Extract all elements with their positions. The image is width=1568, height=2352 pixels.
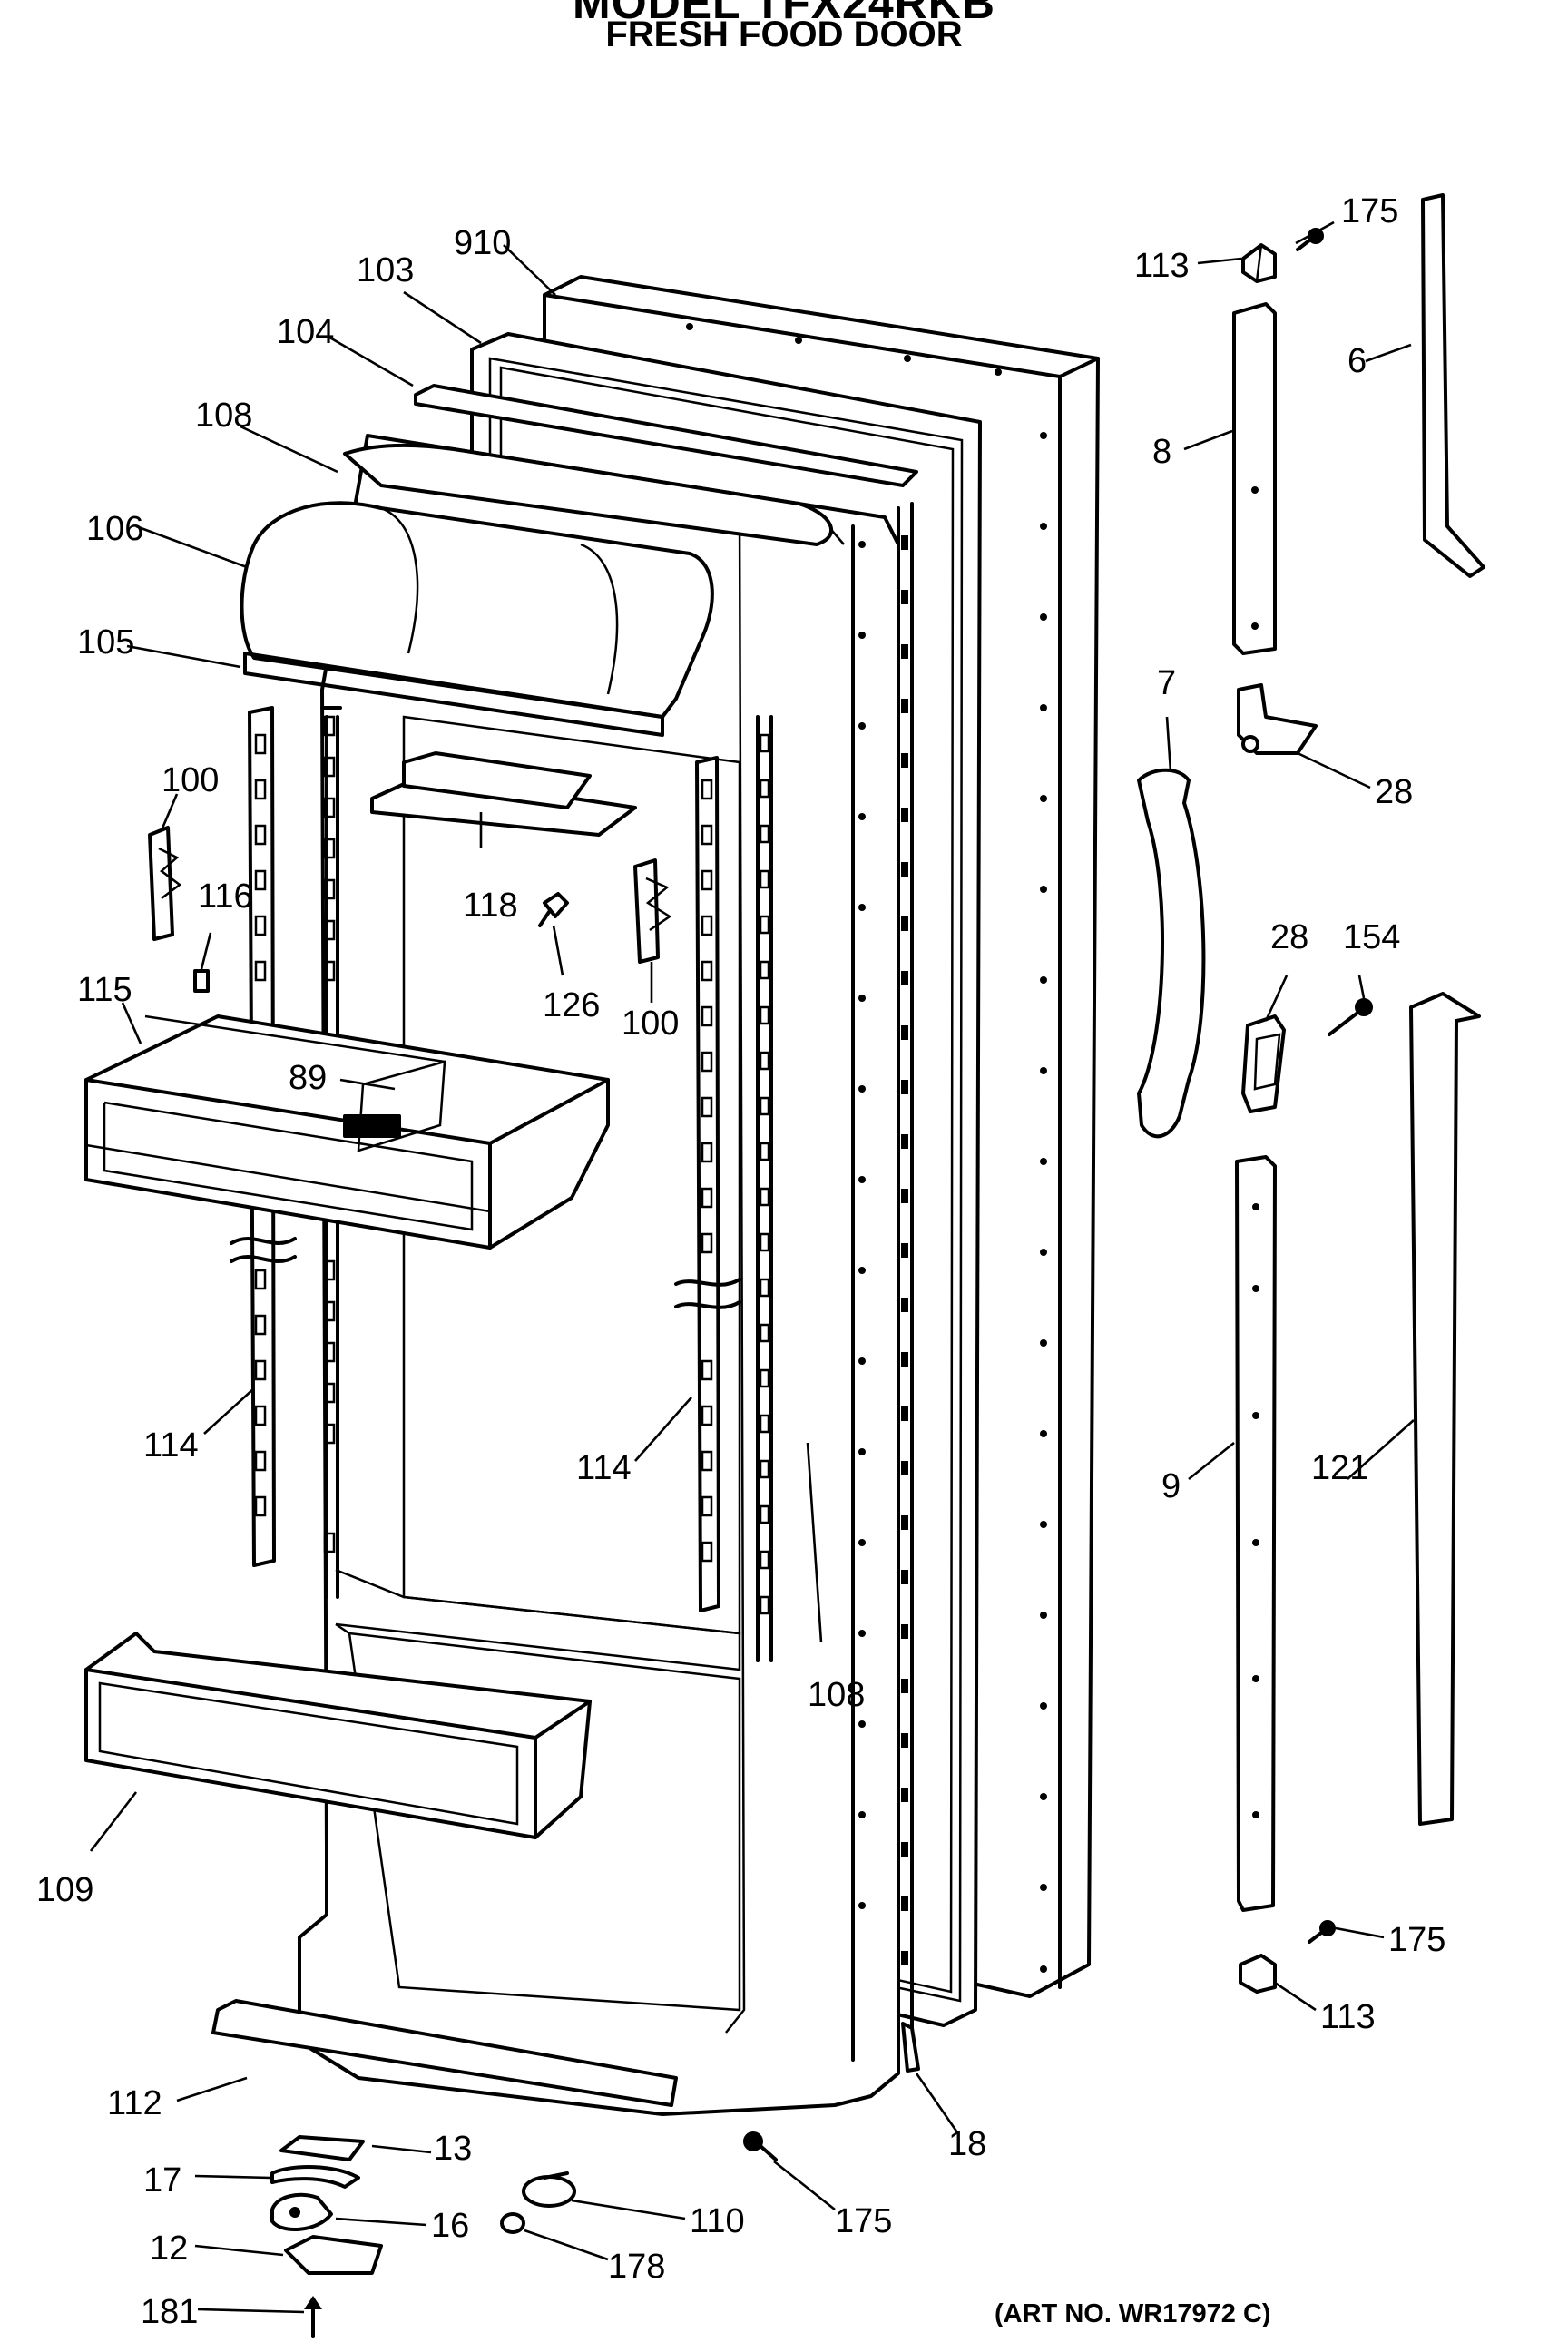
diagram-subtitle: FRESH FOOD DOOR (605, 15, 963, 54)
callout-109: 109 (36, 1871, 93, 1909)
callout-108-top: 108 (195, 397, 252, 435)
callout-115: 115 (77, 971, 132, 1009)
callout-16: 16 (431, 2207, 469, 2245)
door-bin-lower (84, 1632, 592, 1839)
callout-178: 178 (608, 2248, 665, 2286)
callout-175-bottom: 175 (835, 2202, 892, 2240)
screw-lower (743, 2132, 778, 2161)
butter-compartment (370, 751, 637, 837)
callout-112: 112 (107, 2084, 162, 2122)
callout-100-right: 100 (622, 1004, 679, 1043)
callout-113-top: 113 (1134, 247, 1190, 285)
callout-104: 104 (277, 313, 334, 351)
callout-114-left: 114 (143, 1426, 199, 1465)
callout-28-lower: 28 (1270, 918, 1308, 956)
door-shelf-bin-upper (84, 1014, 610, 1263)
shelf-clip-left (148, 826, 182, 941)
callout-8: 8 (1152, 433, 1171, 471)
callout-116: 116 (198, 877, 253, 916)
retaining-pin (538, 892, 569, 927)
callout-12: 12 (150, 2230, 188, 2268)
mounting-bracket-upper (1232, 302, 1277, 655)
callout-106: 106 (86, 510, 143, 548)
breaker-strip (414, 384, 918, 487)
callout-103: 103 (357, 251, 414, 289)
mounting-bracket-lower (1235, 1155, 1277, 1912)
end-cap-top (1241, 243, 1277, 283)
callout-113-bottom: 113 (1320, 1998, 1376, 2036)
liner-slots-left (323, 715, 336, 1553)
door-seal-strip (901, 2022, 920, 2073)
diagram-title: MODEL TFX24RKB (573, 0, 995, 28)
shelf-support-right (674, 756, 741, 1612)
handle-trim-long (1409, 992, 1481, 1826)
liner-slots-right (756, 715, 773, 1662)
handle-trim-top (1421, 193, 1485, 578)
gasket-edge-slots (897, 502, 914, 2034)
shelf-clip-right (633, 858, 672, 964)
callout-175-right: 175 (1388, 1921, 1446, 1959)
handle-mount-lower (1241, 1014, 1286, 1113)
art-number: (ART NO. WR17972 C) (995, 2299, 1271, 2328)
leader-lines (89, 220, 1415, 2314)
callout-105: 105 (77, 623, 134, 662)
door-stop-and-bushing (500, 2171, 576, 2234)
callout-17: 17 (143, 2161, 181, 2200)
outer-panel-dots (686, 323, 1047, 1973)
callout-154: 154 (1343, 918, 1400, 956)
callout-89: 89 (289, 1059, 327, 1097)
lower-hinge-hardware (270, 2135, 383, 2338)
callout-7: 7 (1157, 664, 1176, 702)
callout-28-upper: 28 (1375, 773, 1413, 811)
callout-9: 9 (1161, 1467, 1181, 1505)
callout-18: 18 (948, 2125, 986, 2163)
callout-108-side: 108 (808, 1676, 865, 1714)
callout-100-left: 100 (162, 761, 219, 799)
callout-175-top: 175 (1341, 192, 1398, 230)
door-handle (1137, 768, 1206, 1139)
callout-110: 110 (690, 2202, 745, 2240)
callout-126: 126 (543, 986, 600, 1024)
dairy-compartment-door (240, 443, 845, 737)
callout-118: 118 (463, 887, 518, 925)
end-cap-bottom (1239, 1954, 1277, 1994)
callout-910: 910 (454, 224, 511, 262)
callout-labels: 910 103 104 108 106 105 100 116 118 126 … (36, 192, 1446, 2331)
callout-121: 121 (1311, 1449, 1368, 1487)
screw-bottom-right (1308, 1920, 1336, 1944)
handle-mount-upper (1237, 683, 1318, 755)
callout-6: 6 (1348, 342, 1367, 380)
handle-screw (1328, 998, 1373, 1036)
callout-114-right: 114 (576, 1449, 632, 1487)
small-retainer-clip (193, 969, 210, 993)
callout-181: 181 (141, 2293, 198, 2331)
callout-13: 13 (434, 2130, 472, 2168)
bottom-trim (211, 1999, 678, 2107)
